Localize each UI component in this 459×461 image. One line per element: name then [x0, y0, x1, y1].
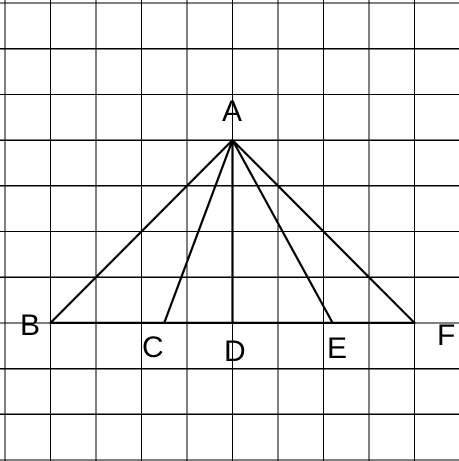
point-labels: A B C D E F: [20, 95, 455, 368]
label-point-c: C: [142, 331, 164, 364]
segment-ae: [231, 139, 334, 324]
label-point-e: E: [327, 332, 347, 365]
label-point-f: F: [437, 319, 455, 352]
segments: [49, 139, 416, 324]
segment-ab: [49, 139, 234, 324]
segment-ac: [163, 139, 234, 324]
label-point-a: A: [222, 95, 242, 128]
label-point-d: D: [224, 335, 246, 368]
label-point-b: B: [20, 309, 40, 342]
segment-af: [231, 139, 416, 324]
